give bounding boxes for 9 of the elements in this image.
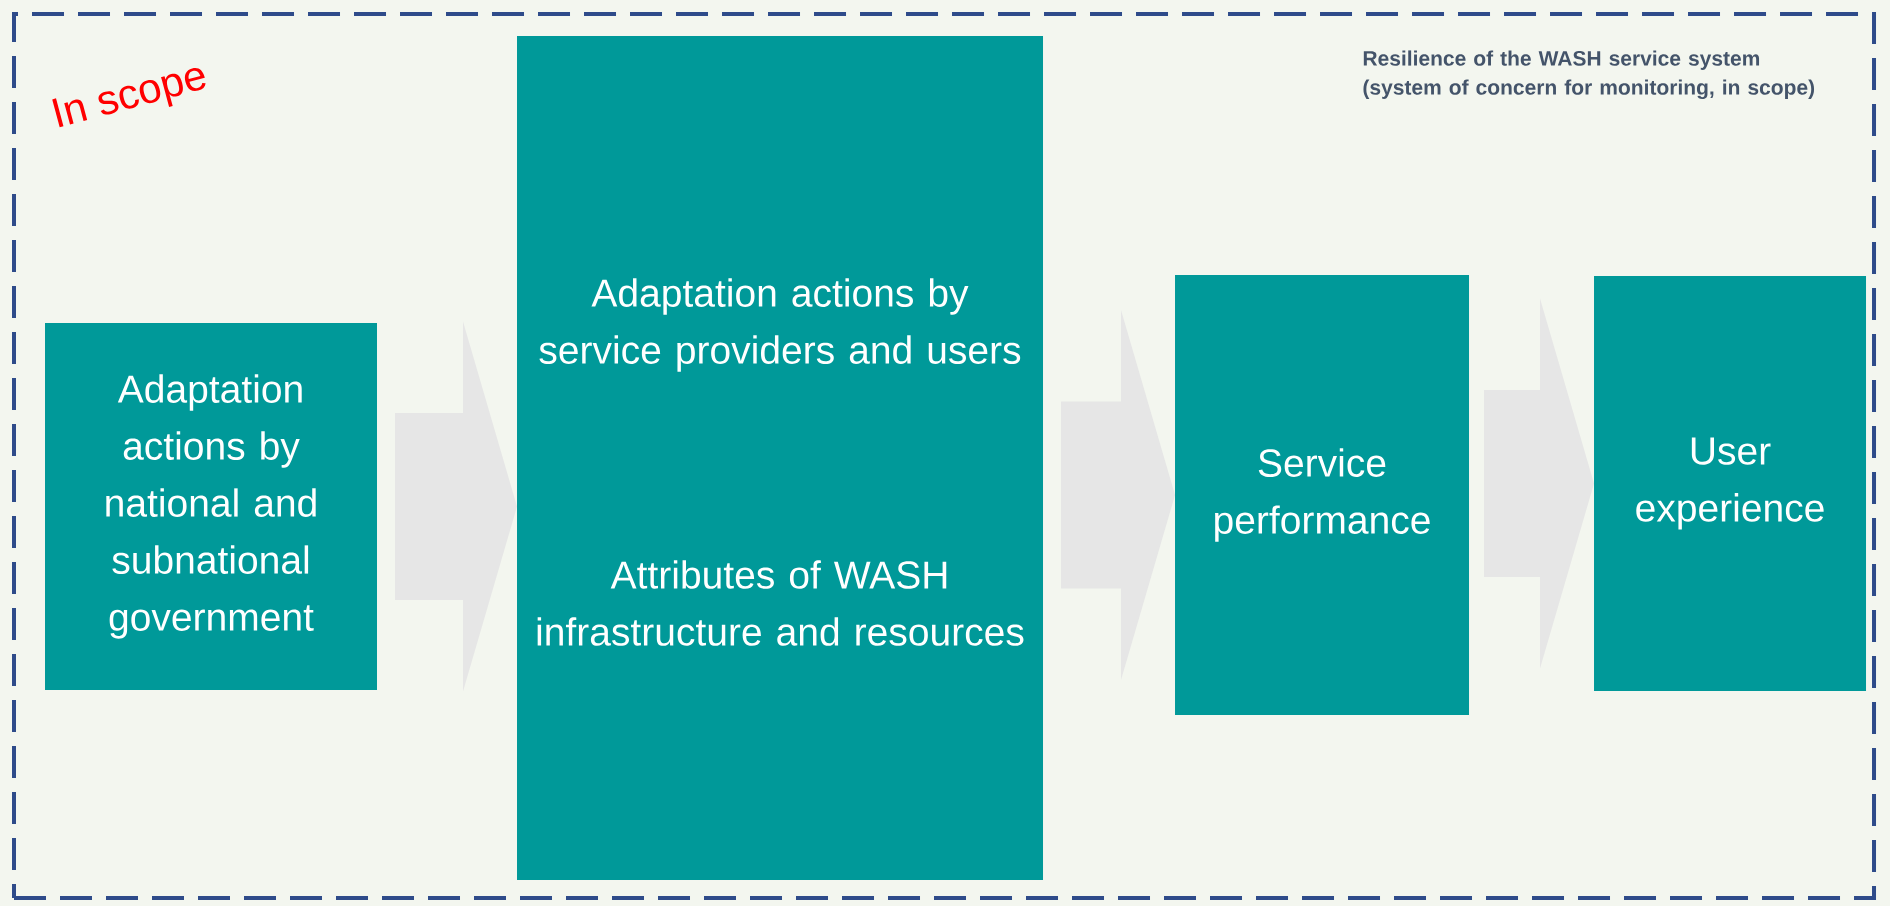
process-box: Adaptation actions by service providers and users Attributes of WASH infrastructure and resources	[517, 36, 1043, 880]
block-arrow	[395, 321, 517, 692]
frame-heading: Resilience of the WASH service system (system of concern for monitoring, in scope)	[1363, 50, 1815, 100]
process-box: Service performance	[1175, 275, 1469, 715]
block-arrow	[1061, 310, 1175, 680]
block-arrow	[1484, 298, 1594, 669]
process-box: Adaptation actions by national and subnational government	[45, 323, 377, 690]
process-box: User experience	[1594, 276, 1866, 691]
scope-label: In scope	[52, 67, 206, 128]
